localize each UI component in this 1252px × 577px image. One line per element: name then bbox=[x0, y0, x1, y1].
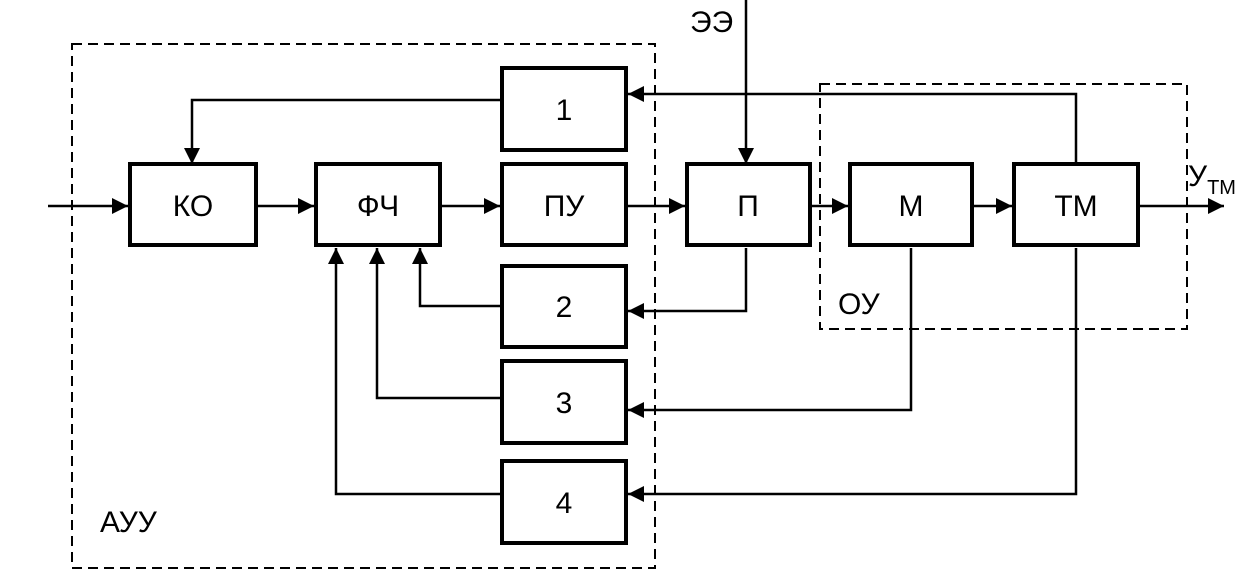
block-m: М bbox=[848, 162, 974, 247]
block-fch: ФЧ bbox=[314, 162, 442, 247]
block-1-label: 1 bbox=[556, 94, 573, 127]
block-p: П bbox=[685, 162, 812, 247]
block-tm-label: ТМ bbox=[1054, 190, 1097, 223]
block-4-label: 4 bbox=[556, 487, 573, 520]
tm-to-b1-arrow bbox=[628, 86, 1078, 164]
block-pu-label: ПУ bbox=[544, 190, 586, 223]
b3-to-fch-arrow bbox=[369, 248, 502, 400]
group-auu-box bbox=[71, 43, 656, 569]
b4-to-fch-arrow bbox=[328, 248, 502, 496]
group-ou-label: ОУ bbox=[838, 288, 881, 321]
block-fch-label: ФЧ bbox=[357, 190, 399, 223]
block-2-label: 2 bbox=[556, 291, 573, 324]
block-1: 1 bbox=[500, 66, 628, 152]
output-label: УТМ bbox=[1188, 160, 1236, 199]
block-ko: КО bbox=[128, 162, 258, 247]
block-2: 2 bbox=[500, 264, 628, 349]
block-ko-label: КО bbox=[173, 190, 213, 223]
tm-to-b4-arrow bbox=[628, 248, 1078, 502]
output-label-sub: ТМ bbox=[1207, 177, 1236, 199]
output-label-main: У bbox=[1188, 160, 1208, 193]
block-3: 3 bbox=[500, 359, 628, 445]
block-tm: ТМ bbox=[1012, 162, 1140, 247]
block-p-label: П bbox=[737, 190, 759, 223]
group-auu-label: АУУ bbox=[100, 506, 158, 539]
signal-ee-label: ЭЭ bbox=[690, 6, 733, 39]
connections bbox=[48, 0, 1224, 502]
b2-to-fch-arrow bbox=[412, 248, 502, 308]
block-3-label: 3 bbox=[556, 387, 573, 420]
block-4: 4 bbox=[500, 459, 628, 545]
block-pu: ПУ bbox=[500, 162, 628, 247]
b1-to-ko-arrow bbox=[184, 98, 502, 164]
m-to-b3-arrow bbox=[628, 248, 913, 418]
block-m-label: М bbox=[899, 190, 924, 223]
p-to-b2-arrow bbox=[628, 248, 748, 319]
